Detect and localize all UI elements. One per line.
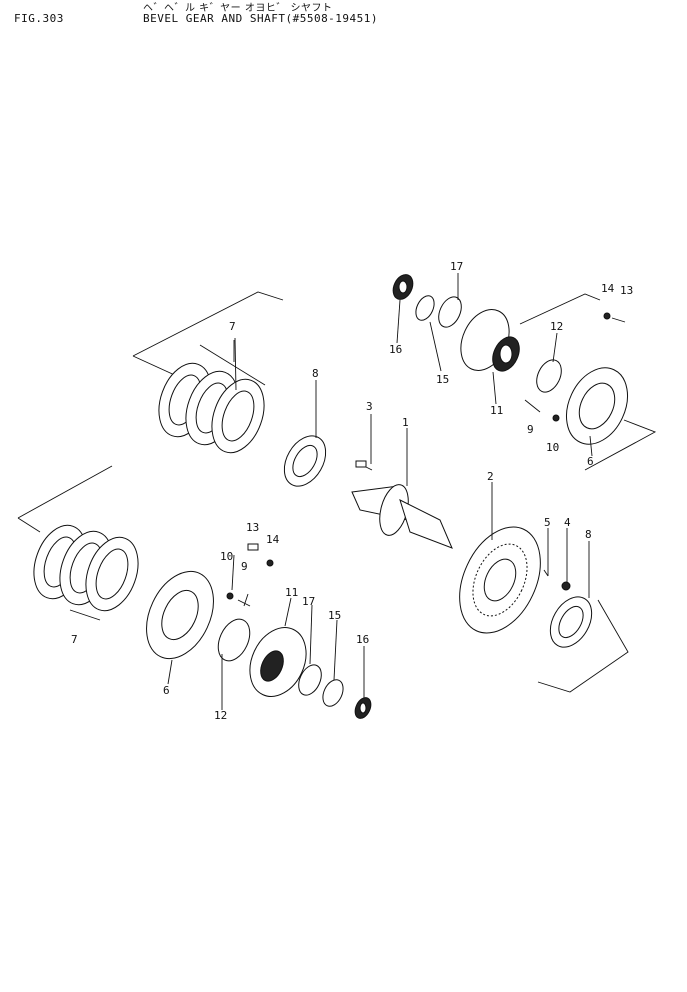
callout-17-upper: 17 bbox=[450, 260, 463, 273]
bearing-lower bbox=[537, 596, 629, 693]
callout-10-lower: 10 bbox=[220, 550, 233, 563]
callout-14-lower: 14 bbox=[266, 533, 280, 546]
shaft bbox=[351, 460, 453, 549]
upper-right-assembly bbox=[392, 274, 657, 471]
callout-9-upper: 9 bbox=[527, 423, 534, 436]
callout-5: 5 bbox=[544, 516, 551, 529]
callout-15-lower: 15 bbox=[328, 609, 341, 622]
figure-number: FIG.303 bbox=[14, 12, 64, 25]
callout-7-lower: 7 bbox=[71, 633, 78, 646]
callout-9-lower: 9 bbox=[241, 560, 248, 573]
callout-16-lower: 16 bbox=[356, 633, 369, 646]
callout-labels: 1 2 3 4 5 6 6 7 7 8 8 9 9 10 10 11 11 12… bbox=[71, 260, 633, 722]
shim-pack-upper bbox=[132, 291, 284, 454]
callout-6-lower: 6 bbox=[163, 684, 170, 697]
bevel-gear bbox=[459, 526, 571, 634]
leader-lines bbox=[167, 273, 593, 710]
callout-2: 2 bbox=[487, 470, 494, 483]
callout-10-upper: 10 bbox=[546, 441, 559, 454]
lower-center-assembly bbox=[146, 543, 372, 719]
callout-12-lower: 12 bbox=[214, 709, 227, 722]
callout-11-upper: 11 bbox=[490, 404, 503, 417]
callout-14-upper: 14 bbox=[601, 282, 615, 295]
callout-13-upper: 13 bbox=[620, 284, 633, 297]
callout-4: 4 bbox=[564, 516, 571, 529]
callout-15-upper: 15 bbox=[436, 373, 449, 386]
bearing-upper bbox=[283, 380, 327, 487]
callout-3: 3 bbox=[366, 400, 373, 413]
callout-7-upper: 7 bbox=[229, 320, 236, 333]
callout-11-lower: 11 bbox=[285, 586, 298, 599]
callout-8-upper: 8 bbox=[312, 367, 319, 380]
title-japanese: ヘ゛ヘ゛ル キ゛ヤー オヨヒ゛ シヤフト bbox=[143, 3, 333, 14]
callout-16-upper: 16 bbox=[389, 343, 402, 356]
callout-17-lower: 17 bbox=[302, 595, 315, 608]
callout-13-lower: 13 bbox=[246, 521, 259, 534]
callout-12-upper: 12 bbox=[550, 320, 563, 333]
shim-pack-lower bbox=[17, 465, 139, 621]
callout-8-lower: 8 bbox=[585, 528, 592, 541]
callout-6-upper: 6 bbox=[587, 455, 594, 468]
callout-1: 1 bbox=[402, 416, 409, 429]
figure-title: BEVEL GEAR AND SHAFT(#5508-19451) bbox=[143, 12, 379, 25]
